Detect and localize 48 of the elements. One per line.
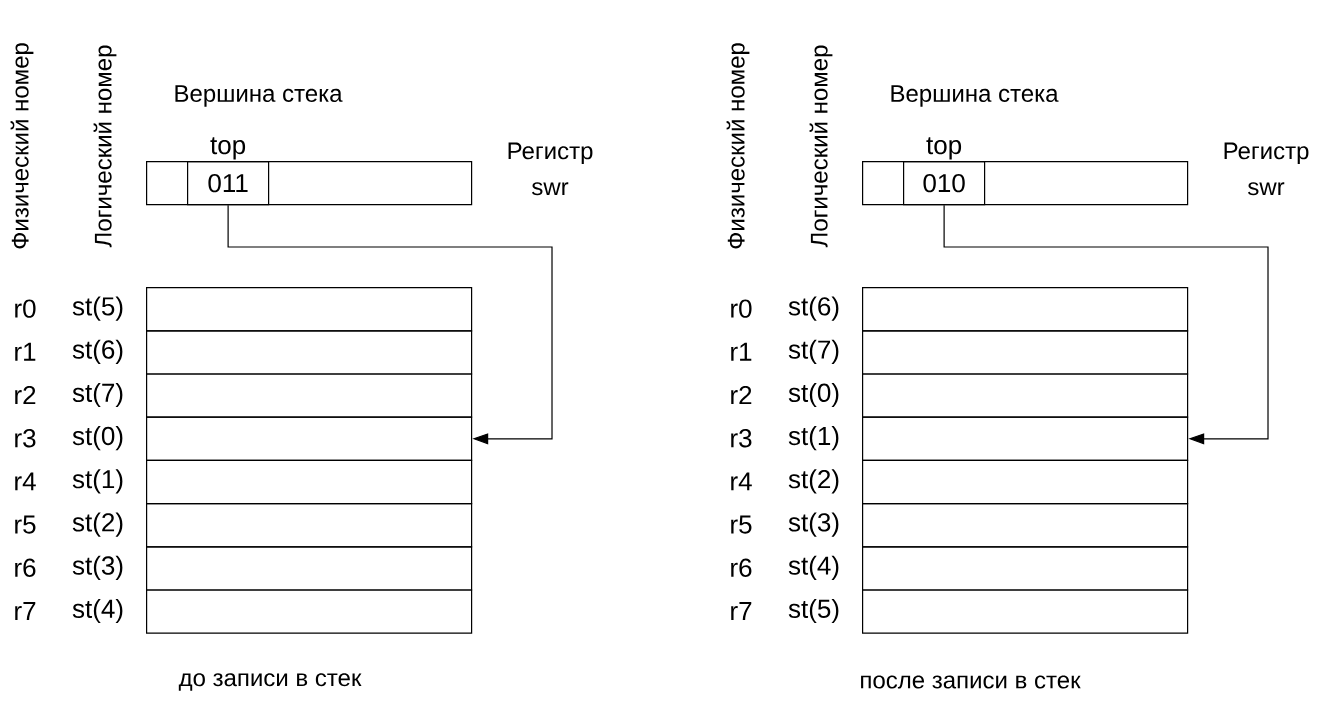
logical-number: st(5) [72,296,123,321]
physical-number: r0 [731,299,752,318]
physical-number: r6 [731,558,752,577]
arrow [943,204,1269,445]
caption: после записи в стек [861,675,1081,689]
field-label: top [926,137,962,160]
physical-number: r2 [731,385,752,405]
column-header: Логический номер [809,45,833,248]
logical-number: st(1) [788,426,839,451]
column-header: Физический номер [10,43,34,249]
physical-number: r5 [731,515,752,534]
logical-number: st(6) [788,296,839,321]
register-field: 010 [903,161,986,206]
column-header: Логический номер [93,45,117,248]
caption: до записи в стек [178,673,362,691]
heading: Вершина стека [891,85,1059,107]
physical-number: r0 [15,299,36,318]
register-field: 011 [187,161,270,206]
logical-number: st(3) [788,512,839,537]
physical-number: r5 [15,515,36,534]
logical-number: st(6) [72,339,123,364]
register-name: Регистр swr [1224,142,1309,196]
arrow [227,204,553,445]
physical-number: r4 [15,472,36,491]
logical-number: st(4) [788,555,839,580]
heading: Вершина стека [175,85,343,107]
register-name: Регистр swr [508,142,593,196]
physical-number: r3 [15,429,36,448]
physical-number: r2 [15,385,36,405]
physical-number: r7 [731,602,752,620]
logical-number: st(0) [788,382,839,408]
field-label: top [210,137,246,160]
logical-number: st(7) [788,339,839,364]
logical-number: st(2) [788,469,839,494]
physical-number: r4 [731,472,752,491]
logical-number: st(2) [72,512,123,537]
logical-number: st(7) [72,382,123,408]
column-header: Физический номер [726,43,750,249]
logical-number: st(0) [72,426,123,451]
logical-number: st(3) [72,555,123,580]
physical-number: r1 [15,342,36,361]
physical-number: r1 [731,342,752,361]
physical-number: r7 [15,602,36,620]
logical-number: st(1) [72,469,123,494]
logical-number: st(5) [788,598,839,624]
physical-number: r3 [731,429,752,448]
logical-number: st(4) [72,598,123,624]
physical-number: r6 [15,558,36,577]
